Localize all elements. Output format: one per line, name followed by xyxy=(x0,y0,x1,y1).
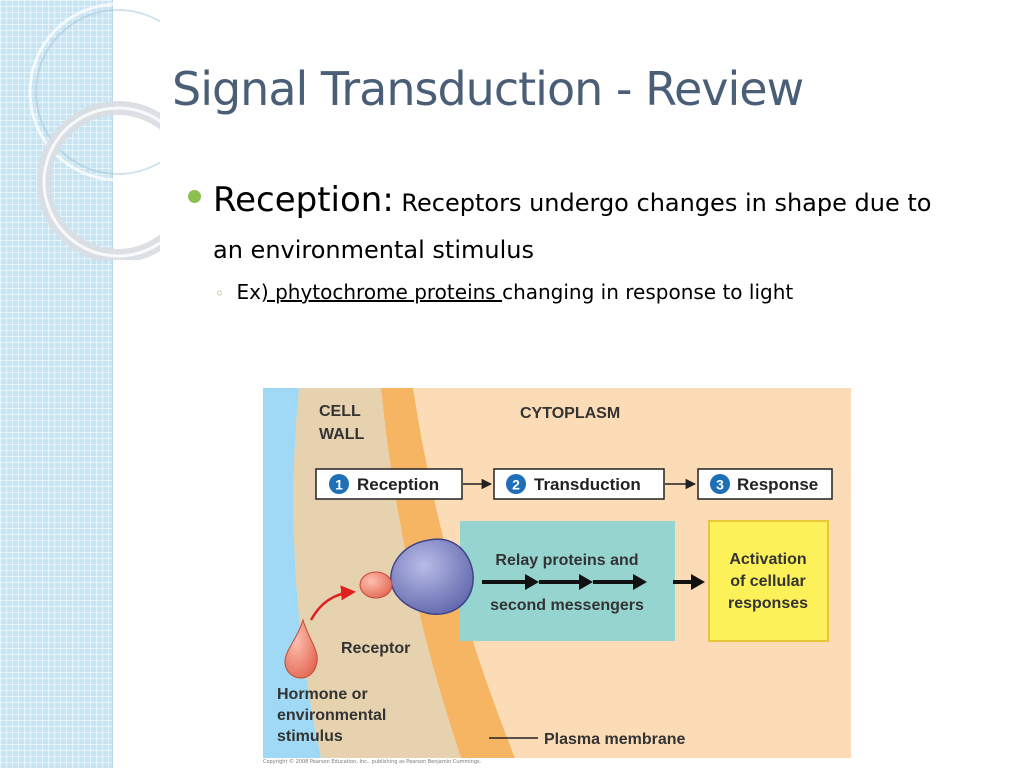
cell-wall-label-line1: CELL xyxy=(319,403,361,420)
step-circle-1 xyxy=(329,474,349,494)
cytoplasm-label: CYTOPLASM xyxy=(520,405,620,422)
hormone-label-line2: environmental xyxy=(277,707,386,724)
response-label-line2: of cellular xyxy=(730,573,806,590)
hormone-label-line3: stimulus xyxy=(277,728,343,745)
term-reception: Reception: xyxy=(213,180,394,220)
receptor-label: Receptor xyxy=(341,640,410,657)
response-label-line1: Activation xyxy=(729,551,806,568)
diagram-svg: CELL WALL CYTOPLASM 1 Reception 2 Transd… xyxy=(263,388,851,758)
slide-title: Signal Transduction - Review xyxy=(172,62,804,116)
decorative-rings xyxy=(28,2,160,260)
bound-signal-molecule xyxy=(359,571,393,599)
step-label-reception: Reception xyxy=(357,475,439,494)
receptor-protein xyxy=(390,538,474,615)
response-label-line3: responses xyxy=(728,595,808,612)
sub-bullet-example: ◦ Ex) phytochrome proteins changing in re… xyxy=(215,280,975,304)
bullet-dot-icon xyxy=(188,190,201,203)
cell-wall-label-line2: WALL xyxy=(319,426,365,443)
step-number-3: 3 xyxy=(716,477,724,493)
step-number-1: 1 xyxy=(335,477,343,493)
step-circle-3 xyxy=(710,474,730,494)
relay-label-line1: Relay proteins and xyxy=(495,552,638,569)
relay-label-line2: second messengers xyxy=(490,597,644,614)
example-phytochrome: ) phytochrome proteins xyxy=(260,280,503,304)
step-number-2: 2 xyxy=(512,477,520,493)
extracellular-region xyxy=(263,388,321,758)
step-label-transduction: Transduction xyxy=(534,475,641,494)
binding-arrow-icon xyxy=(309,585,356,621)
step-label-response: Response xyxy=(737,475,818,494)
bullet-reception-text: Reception: Receptors undergo changes in … xyxy=(213,178,953,275)
plasma-membrane-label: Plasma membrane xyxy=(544,731,686,748)
example-suffix: changing in response to light xyxy=(502,280,794,304)
copyright-notice: Copyright © 2008 Pearson Education, Inc.… xyxy=(263,759,482,765)
reception-description: Receptors undergo changes in shape due t… xyxy=(213,189,932,264)
signal-transduction-diagram: CELL WALL CYTOPLASM 1 Reception 2 Transd… xyxy=(263,388,851,758)
decorative-side-panel xyxy=(0,0,113,768)
example-prefix: Ex xyxy=(236,280,261,304)
response-box xyxy=(708,520,829,642)
hormone-label-line1: Hormone or xyxy=(277,686,368,703)
sub-bullet-ring-icon: ◦ xyxy=(215,284,225,303)
hormone-molecule xyxy=(284,618,318,679)
relay-arrows xyxy=(482,574,705,590)
step-circle-2 xyxy=(506,474,526,494)
